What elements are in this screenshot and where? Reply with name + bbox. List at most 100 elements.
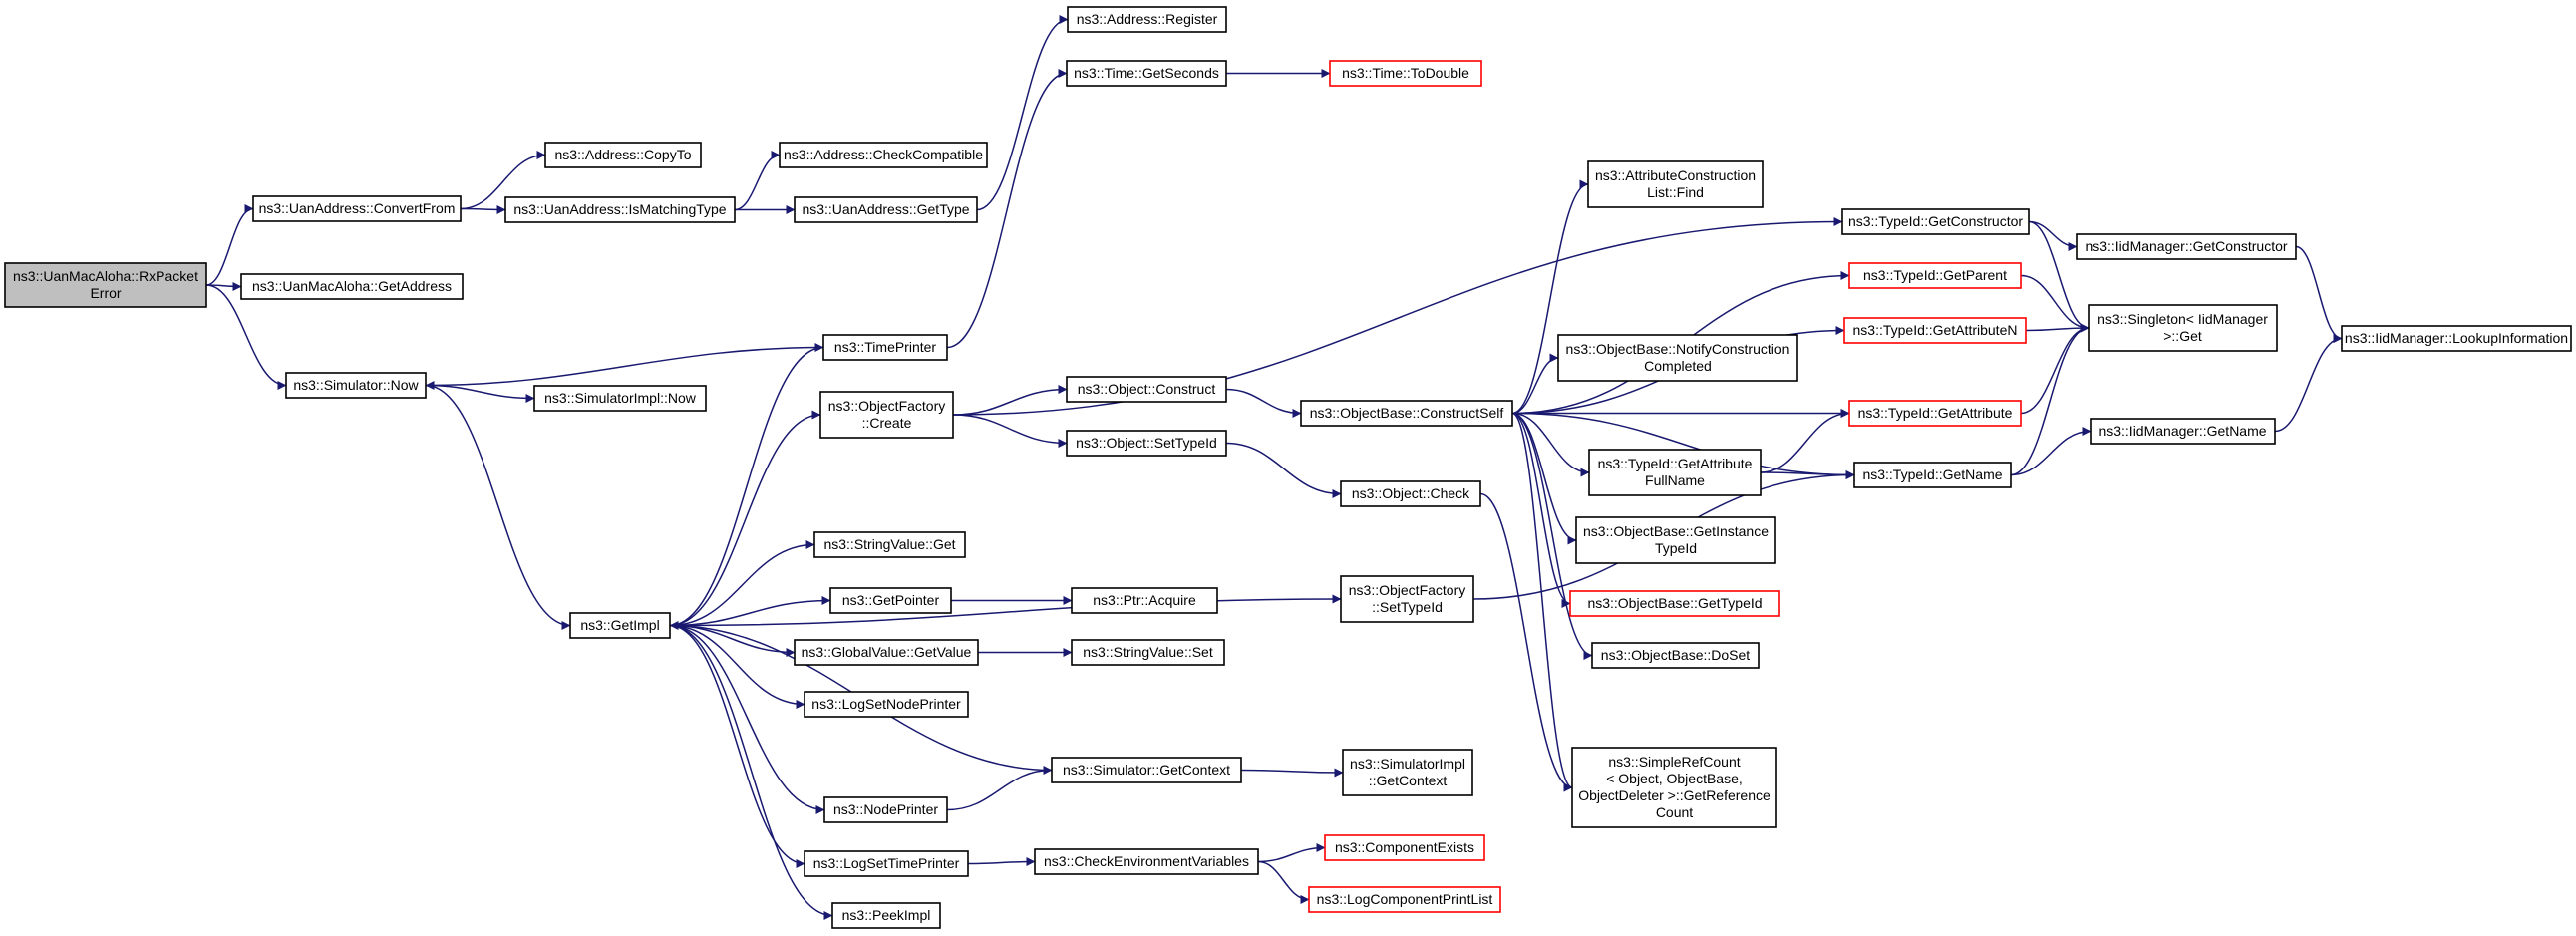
node-peekimpl[interactable]: ns3::PeekImpl	[831, 902, 941, 929]
node-label: ns3::ComponentExists	[1335, 839, 1474, 855]
edge-getimpl-to-logsettime	[669, 624, 805, 868]
node-timeprinter[interactable]: ns3::TimePrinter	[822, 334, 948, 361]
node-label: ns3::GetImpl	[580, 617, 659, 633]
node-label: ns3::Time::ToDouble	[1342, 65, 1469, 81]
node-notifyconst[interactable]: ns3::ObjectBase::NotifyConstructionCompl…	[1557, 334, 1798, 382]
node-simimplgetcontext[interactable]: ns3::SimulatorImpl::GetContext	[1342, 749, 1473, 796]
node-getaddress[interactable]: ns3::UanMacAloha::GetAddress	[240, 273, 464, 300]
node-label: ns3::Simulator::GetContext	[1063, 762, 1230, 778]
node-typeidgetname[interactable]: ns3::TypeId::GetName	[1853, 462, 2012, 488]
node-singletonget[interactable]: ns3::Singleton< IidManager>::Get	[2088, 304, 2278, 352]
node-addrregister[interactable]: ns3::Address::Register	[1067, 6, 1227, 33]
node-copyto[interactable]: ns3::Address::CopyTo	[544, 142, 702, 168]
node-getpointer[interactable]: ns3::GetPointer	[829, 587, 952, 614]
node-label: ::Create	[862, 415, 912, 431]
edge-typeidgetname-to-singletonget	[2010, 323, 2090, 476]
edge-getimpl-to-getpointer	[669, 596, 831, 627]
node-label: ns3::TimePrinter	[834, 339, 937, 355]
edge-objconstruct-to-constructself	[1225, 388, 1302, 418]
node-ismatching[interactable]: ns3::UanAddress::IsMatchingType	[504, 196, 736, 223]
node-box	[2090, 418, 2276, 445]
edge-getimpl-to-globalvalueget	[669, 624, 796, 657]
node-doset[interactable]: ns3::ObjectBase::DoSet	[1591, 642, 1760, 669]
node-box	[4, 262, 207, 308]
node-logsettime[interactable]: ns3::LogSetTimePrinter	[804, 850, 969, 877]
node-box	[285, 372, 427, 399]
node-ptracquire[interactable]: ns3::Ptr::Acquire	[1071, 587, 1218, 614]
node-objbasegettypeid[interactable]: ns3::ObjectBase::GetTypeId	[1569, 590, 1780, 617]
node-box	[831, 902, 941, 929]
node-objfactsettypeid[interactable]: ns3::ObjectFactory::SetTypeId	[1340, 575, 1474, 623]
node-box	[1300, 400, 1513, 427]
node-label: ns3::SimulatorImpl	[1350, 756, 1465, 772]
node-label: ns3::TypeId::GetAttribute	[1858, 405, 2013, 421]
node-getimpl[interactable]: ns3::GetImpl	[569, 612, 671, 639]
edge-constructself-to-getattrfullname	[1511, 412, 1590, 477]
node-stringvalueset[interactable]: ns3::StringValue::Set	[1071, 639, 1225, 666]
node-nodeprinter[interactable]: ns3::NodePrinter	[823, 796, 948, 823]
node-checkenv[interactable]: ns3::CheckEnvironmentVariables	[1034, 848, 1259, 875]
edge-objcheck-to-simplerefcount	[1479, 492, 1573, 792]
node-label: ns3::TypeId::GetAttribute	[1598, 456, 1753, 471]
node-label: ns3::LogComponentPrintList	[1317, 891, 1493, 907]
node-box	[804, 691, 969, 718]
node-todouble[interactable]: ns3::Time::ToDouble	[1329, 60, 1482, 87]
node-getseconds[interactable]: ns3::Time::GetSeconds	[1066, 60, 1227, 87]
node-box	[1066, 60, 1227, 87]
node-iidgetconstructor[interactable]: ns3::IidManager::GetConstructor	[2076, 233, 2297, 260]
node-label: ns3::CheckEnvironmentVariables	[1044, 853, 1249, 869]
edge-checkenv-to-logcompprint	[1257, 860, 1310, 904]
node-iidgetname[interactable]: ns3::IidManager::GetName	[2090, 418, 2276, 445]
edge-getimpl-to-objfactsettypeid	[669, 594, 1342, 627]
edge-getparent-to-singletonget	[2020, 274, 2090, 333]
node-box	[1853, 462, 2012, 488]
node-logsetnode[interactable]: ns3::LogSetNodePrinter	[804, 691, 969, 718]
node-simimplnow[interactable]: ns3::SimulatorImpl::Now	[533, 385, 707, 412]
node-getattribute[interactable]: ns3::TypeId::GetAttribute	[1848, 400, 2022, 427]
node-lookupinfo[interactable]: ns3::IidManager::LookupInformation	[2341, 325, 2572, 352]
node-getattributen[interactable]: ns3::TypeId::GetAttributeN	[1843, 317, 2027, 344]
node-label: ns3::Object::SetTypeId	[1076, 435, 1217, 451]
node-objfactcreate[interactable]: ns3::ObjectFactory::Create	[819, 391, 954, 439]
node-checkcompat[interactable]: ns3::Address::CheckCompatible	[779, 142, 988, 168]
node-box	[569, 612, 671, 639]
node-label: ns3::SimpleRefCount	[1608, 754, 1740, 770]
edge-constructself-to-attrconstlist	[1511, 179, 1589, 415]
node-box	[1843, 317, 2027, 344]
node-convertfrom[interactable]: ns3::UanAddress::ConvertFrom	[252, 195, 462, 222]
node-compexists[interactable]: ns3::ComponentExists	[1324, 834, 1485, 861]
node-box	[1571, 747, 1777, 828]
node-objconstruct[interactable]: ns3::Object::Construct	[1066, 376, 1227, 403]
node-box	[1557, 334, 1798, 382]
edge-getimpl-to-nodeprinter	[669, 624, 825, 814]
edge-getattrfullname-to-typeidgetname	[1760, 469, 1855, 479]
node-objcheck[interactable]: ns3::Object::Check	[1340, 480, 1481, 507]
node-simgetcontext[interactable]: ns3::Simulator::GetContext	[1051, 757, 1242, 783]
node-label: ns3::IidManager::LookupInformation	[2345, 330, 2568, 346]
node-globalvalueget[interactable]: ns3::GlobalValue::GetValue	[794, 639, 979, 666]
node-box	[2088, 304, 2278, 352]
node-label: ns3::ObjectFactory	[1349, 582, 1466, 598]
edge-rx-to-convertfrom	[205, 204, 254, 286]
node-logcompprint[interactable]: ns3::LogComponentPrintList	[1308, 886, 1501, 913]
node-uangettype[interactable]: ns3::UanAddress::GetType	[794, 196, 978, 223]
edge-ismatching-to-checkcompat	[734, 151, 781, 211]
node-typeidgetconstructor[interactable]: ns3::TypeId::GetConstructor	[1841, 208, 2030, 235]
node-label: ns3::StringValue::Get	[823, 536, 955, 552]
node-constructself[interactable]: ns3::ObjectBase::ConstructSelf	[1300, 400, 1513, 427]
node-objsettypeid[interactable]: ns3::Object::SetTypeId	[1066, 430, 1227, 457]
node-box	[1340, 575, 1474, 623]
node-stringvalueget[interactable]: ns3::StringValue::Get	[813, 531, 966, 558]
node-label: Completed	[1644, 358, 1712, 374]
node-label: ns3::Address::CopyTo	[555, 147, 692, 162]
node-simplerefcount[interactable]: ns3::SimpleRefCount< Object, ObjectBase,…	[1571, 747, 1777, 828]
node-simnow[interactable]: ns3::Simulator::Now	[285, 372, 427, 399]
edge-simnow-to-getimpl	[425, 384, 571, 630]
edge-constructself-to-simplerefcount	[1511, 412, 1573, 792]
node-getparent[interactable]: ns3::TypeId::GetParent	[1848, 262, 2022, 289]
